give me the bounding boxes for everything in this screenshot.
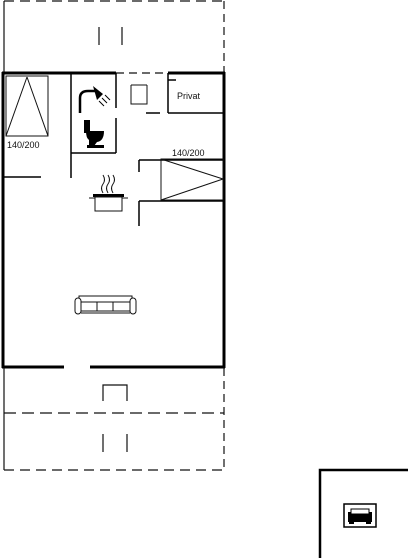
shower-drop-3 — [104, 94, 111, 101]
toilet-bowl — [86, 131, 104, 146]
sofa-back — [78, 295, 133, 303]
sofa-seat-2 — [96, 301, 114, 312]
steam-3 — [111, 174, 115, 194]
sofa-icon — [74, 295, 137, 315]
privat-label: Privat — [177, 91, 201, 101]
bed-left — [5, 75, 49, 137]
sofa-arm-right — [129, 297, 137, 315]
toilet-icon — [84, 120, 104, 148]
top-terrace — [3, 0, 225, 72]
bed-left-line-1 — [5, 76, 28, 137]
shower-pipe — [78, 89, 96, 113]
sofa-seat-1 — [80, 301, 98, 312]
sofa-seat-3 — [112, 301, 131, 312]
toilet-tank — [84, 120, 90, 133]
bottom-terrace — [3, 368, 225, 471]
steam-1 — [101, 174, 105, 194]
car-wheel-left — [349, 521, 354, 524]
shower-drop-1 — [101, 97, 108, 104]
interior-walls — [4, 73, 224, 226]
bed-right-line-2 — [160, 178, 224, 201]
bed-left-size-label: 140/200 — [7, 140, 40, 150]
bed-right — [160, 158, 224, 201]
parking-area — [318, 468, 408, 558]
hall-closet — [130, 84, 148, 105]
car-window — [350, 508, 370, 515]
shower-icon — [78, 86, 111, 113]
hall-closet-outline — [130, 85, 148, 105]
outer-walls — [1, 71, 226, 369]
sofa-arm-left — [74, 297, 82, 315]
toilet-base — [87, 145, 104, 148]
parking-outline — [318, 468, 408, 558]
car-icon — [343, 503, 377, 528]
car-body — [348, 512, 372, 522]
bed-right-line-1 — [160, 158, 224, 180]
cooking-pot-icon — [89, 174, 128, 212]
pot-body — [94, 196, 123, 212]
bed-left-frame — [5, 75, 49, 137]
pot-lid — [93, 194, 124, 197]
steam-2 — [106, 174, 110, 194]
car-wheel-right — [366, 521, 371, 524]
bottom-step-marker — [102, 384, 128, 401]
bed-left-line-2 — [26, 76, 49, 137]
bed-right-size-label: 140/200 — [172, 148, 205, 158]
bed-right-frame — [160, 158, 224, 201]
shower-head — [93, 86, 103, 100]
shower-drop-2 — [98, 100, 105, 107]
